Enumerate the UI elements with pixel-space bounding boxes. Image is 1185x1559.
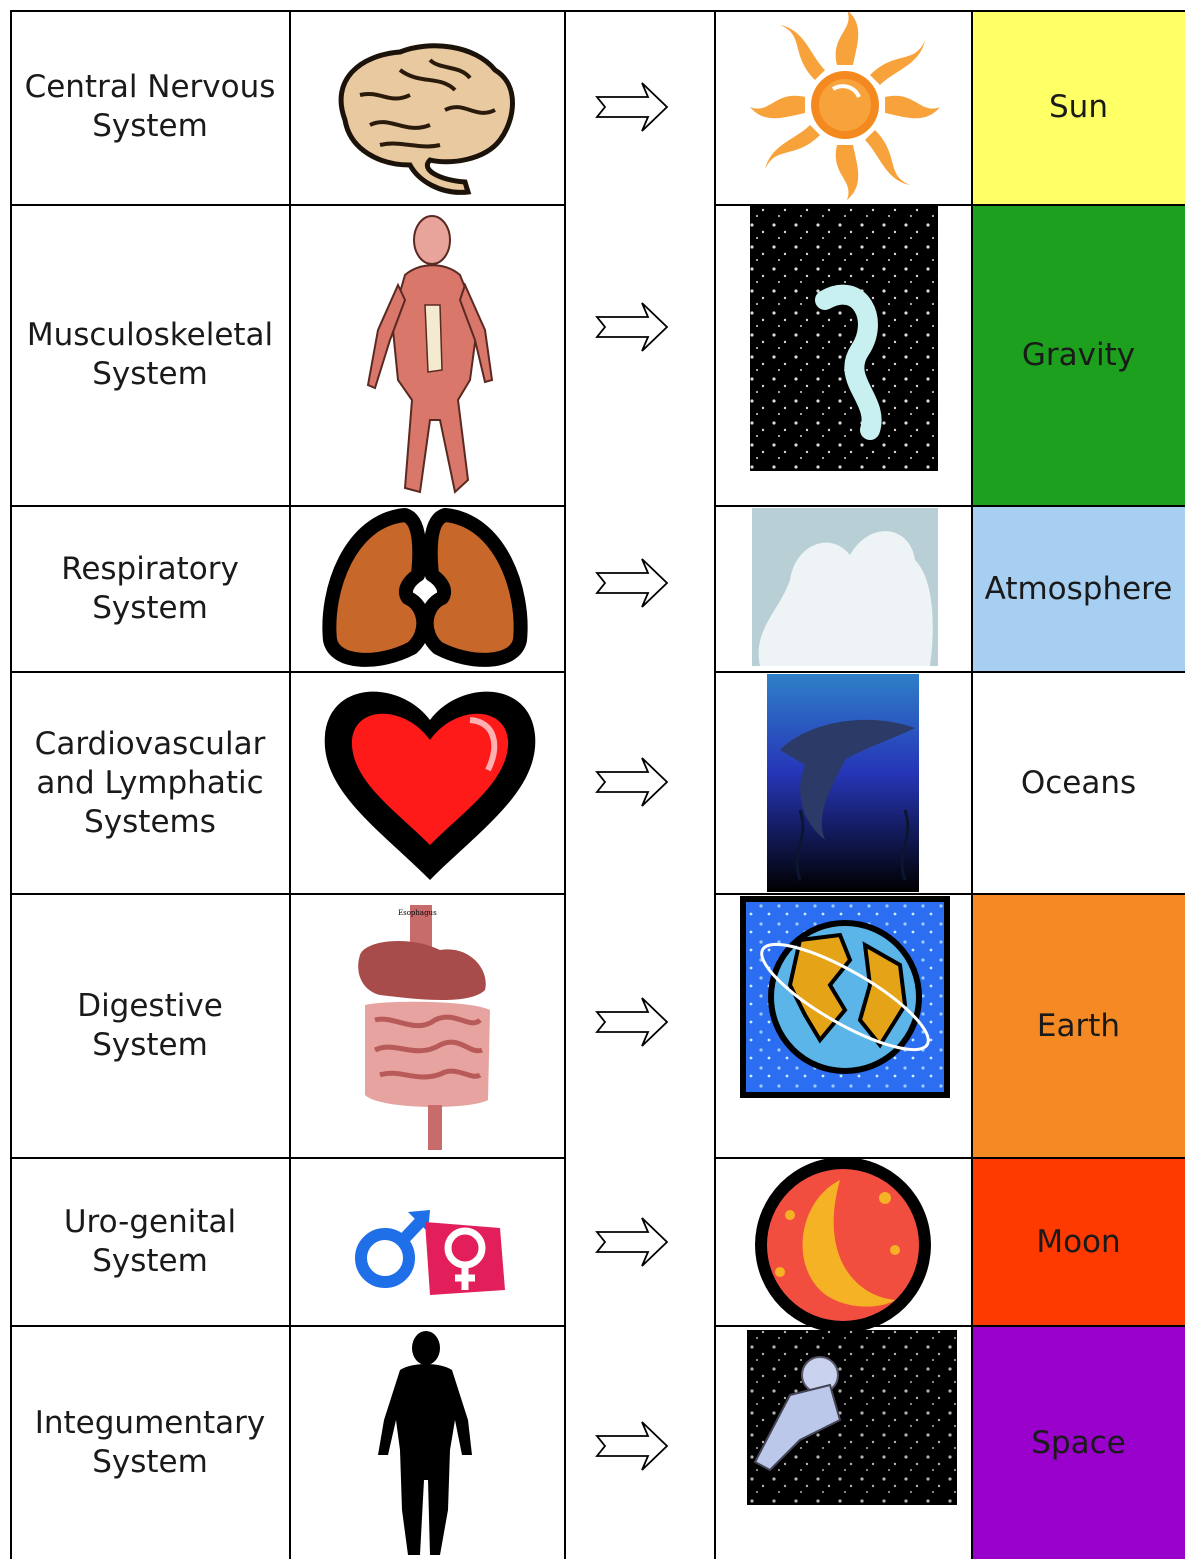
table-border: [10, 10, 12, 1559]
astronaut-icon: [747, 1330, 957, 1505]
system-name-cns: Central Nervous System: [24, 69, 276, 144]
table-border: [971, 10, 973, 1559]
table-border: [714, 893, 1185, 895]
label-atmosphere: Atmosphere: [984, 571, 1173, 607]
label-earth: Earth: [1036, 1008, 1121, 1044]
table-border: [714, 1325, 1185, 1327]
label-cell-space: Space: [972, 1326, 1185, 1559]
system-name-digestive: Digestive System: [77, 988, 223, 1063]
table-border: [10, 1325, 565, 1327]
system-name-integumentary: Integumentary System: [34, 1404, 266, 1480]
shark-icon: [767, 674, 919, 892]
moon-icon: [755, 1157, 931, 1333]
system-name-respiratory: Respiratory System: [61, 551, 239, 626]
earth-icon: [740, 896, 950, 1098]
label-space: Space: [1031, 1424, 1126, 1461]
system-name-urogenital: Uro-genital System: [63, 1204, 237, 1279]
label-cell-gravity: Gravity: [972, 204, 1185, 506]
label-moon: Moon: [1036, 1224, 1121, 1260]
table-border: [10, 893, 565, 895]
muscle-figure-icon: [366, 215, 494, 494]
gender-symbols-icon: [355, 1210, 505, 1295]
table-border: [10, 505, 565, 507]
system-name-musculoskeletal: Musculoskeletal System: [26, 317, 274, 392]
table-border: [564, 10, 566, 1559]
label-cell-sun: Sun: [972, 10, 1185, 204]
label-cell-moon: Moon: [972, 1158, 1185, 1326]
table-border: [714, 671, 1185, 673]
label-sun: Sun: [1049, 89, 1108, 125]
label-cell-oceans: Oceans: [972, 672, 1185, 894]
right-arrow-icon: [595, 82, 669, 1471]
table-border: [289, 10, 291, 1559]
table-border: [714, 1157, 1185, 1159]
brain-icon: [338, 43, 515, 195]
galaxy-icon: [750, 205, 938, 471]
table-border: [714, 10, 716, 1559]
svg-text:Esophagus: Esophagus: [398, 909, 437, 917]
table-border: [714, 204, 1185, 206]
table-border: [714, 505, 1185, 507]
label-oceans: Oceans: [1020, 765, 1137, 801]
lungs-icon: [322, 508, 528, 667]
heart-icon: [324, 691, 536, 880]
table-border: [10, 1157, 565, 1159]
label-gravity: Gravity: [1021, 337, 1136, 373]
sun-icon: [750, 10, 940, 200]
table-border: [10, 204, 565, 206]
table-border: [10, 10, 1185, 12]
digestive-organs-icon: Esophagus: [358, 905, 490, 1150]
label-cell-atmosphere: Atmosphere: [972, 506, 1185, 672]
clouds-icon: [752, 508, 938, 666]
system-name-cardiovascular: Cardiovascular and Lymphatic Systems: [34, 725, 266, 840]
label-cell-earth: Earth: [972, 894, 1185, 1158]
table-border: [10, 671, 565, 673]
body-silhouette-icon: [378, 1331, 472, 1555]
